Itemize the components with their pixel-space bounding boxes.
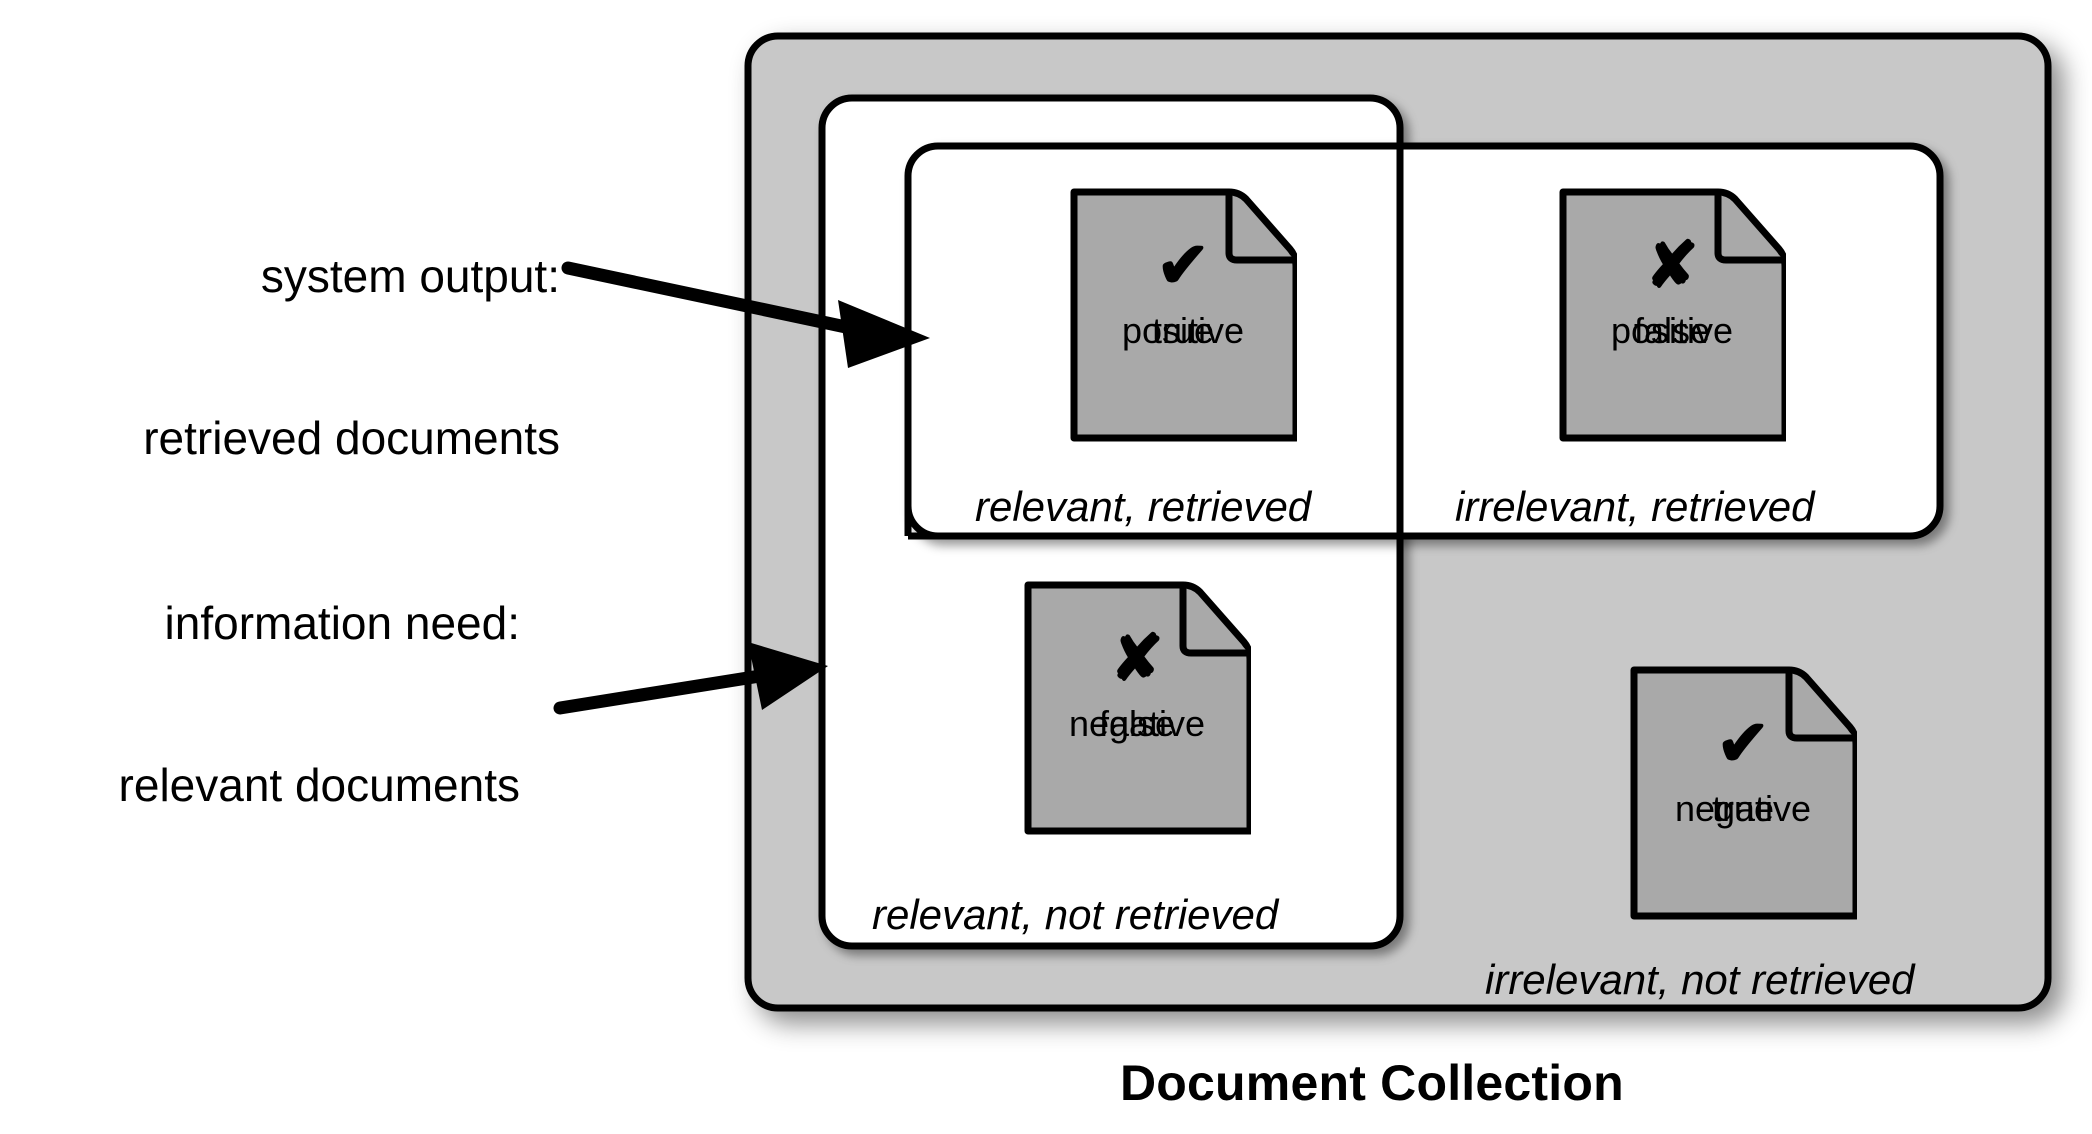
document-false-negative-line2: negative — [1068, 703, 1206, 744]
document-true-negative-caption: true negative — [1629, 787, 1857, 831]
document-true-positive: ✔ true positive — [1069, 187, 1297, 443]
document-icon-false-positive — [1559, 188, 1786, 442]
x-mark-icon: ✘ — [1645, 229, 1699, 301]
check-mark-icon: ✔ — [1156, 229, 1210, 301]
document-true-positive-line2: positive — [1121, 310, 1245, 351]
document-false-negative-caption: false negative — [1023, 702, 1251, 746]
arrow-system-output — [561, 261, 930, 368]
document-true-negative-line1: true — [1711, 788, 1775, 829]
callout-information-need: information need: relevant documents — [20, 487, 520, 921]
document-false-positive: ✘ false positive — [1558, 187, 1786, 443]
callout-system-output-line2: retrieved documents — [143, 412, 560, 465]
document-icon-false-negative — [1024, 581, 1251, 835]
quadrant-caption-true-negative: irrelevant, not retrieved — [1485, 956, 1915, 1003]
check-mark-icon: ✔ — [1716, 707, 1770, 779]
callout-system-output-line1: system output: — [260, 249, 560, 302]
x-mark-icon: ✘ — [1110, 622, 1164, 694]
document-true-positive-line1: true — [1151, 310, 1215, 351]
arrow-information-need — [553, 642, 828, 715]
document-false-positive-caption: false positive — [1558, 309, 1786, 353]
document-true-negative: ✔ true negative — [1629, 665, 1857, 921]
document-icon-true-positive — [1070, 188, 1297, 442]
document-icon-true-negative — [1630, 666, 1857, 920]
document-true-positive-caption: true positive — [1069, 309, 1297, 353]
document-false-positive-line1: false — [1633, 310, 1711, 351]
callout-information-need-line2: relevant documents — [118, 759, 520, 812]
document-false-negative-line1: false — [1098, 703, 1176, 744]
callout-information-need-line1: information need: — [164, 596, 520, 649]
document-false-positive-line2: positive — [1610, 310, 1734, 351]
page-title: Document Collection — [1120, 1055, 1624, 1111]
document-true-negative-line2: negative — [1674, 788, 1812, 829]
quadrant-caption-false-positive: irrelevant, retrieved — [1455, 483, 1815, 530]
quadrant-caption-true-positive: relevant, retrieved — [975, 483, 1312, 530]
document-false-negative: ✘ false negative — [1023, 580, 1251, 836]
callout-system-output: system output: retrieved documents — [60, 140, 560, 574]
quadrant-caption-false-negative: relevant, not retrieved — [872, 891, 1279, 938]
